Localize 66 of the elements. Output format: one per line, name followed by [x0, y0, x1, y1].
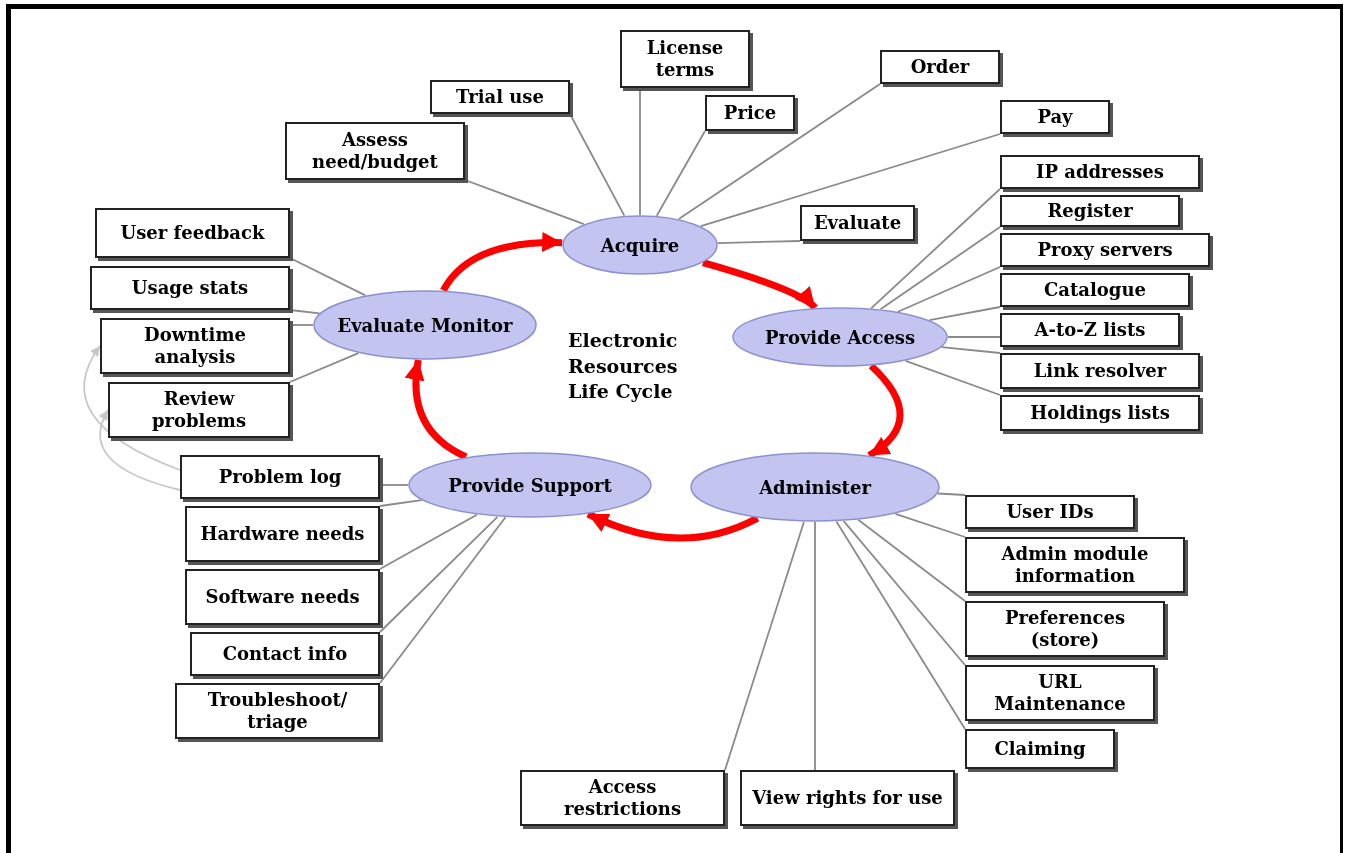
connector-line — [814, 521, 816, 771]
topic-box: Register — [1000, 195, 1180, 227]
topic-box: IP addresses — [1000, 155, 1200, 189]
stage-ellipse: Acquire — [562, 215, 718, 275]
connector-line — [835, 520, 966, 730]
topic-box: Usage stats — [90, 266, 290, 310]
topic-box: Proxy servers — [1000, 233, 1210, 267]
connector-line — [379, 515, 499, 633]
topic-box: Link resolver — [1000, 353, 1200, 389]
topic-box: Access restrictions — [520, 770, 725, 826]
cycle-arrow — [867, 363, 904, 459]
topic-box: Assess need/budget — [285, 122, 465, 180]
connector-line — [894, 512, 966, 538]
connector-line — [897, 266, 1001, 313]
stage-ellipse: Administer — [690, 452, 940, 522]
topic-box: Order — [880, 50, 1000, 84]
connector-line — [936, 492, 966, 496]
topic-box: Hardware needs — [185, 506, 380, 562]
topic-box: Contact info — [190, 632, 380, 676]
center-label: Electronic Resources Life Cycle — [568, 328, 679, 405]
topic-box: Claiming — [965, 729, 1115, 769]
connector-line — [289, 352, 360, 383]
topic-box: Software needs — [185, 569, 380, 625]
topic-box: Review problems — [108, 382, 290, 438]
topic-box: Price — [705, 95, 795, 131]
topic-box: Admin module information — [965, 537, 1185, 593]
topic-box: Troubleshoot/ triage — [175, 683, 380, 739]
stage-ellipse: Provide Access — [732, 307, 948, 367]
connector-line — [940, 346, 1001, 354]
arrow — [99, 409, 181, 491]
connector-line — [724, 521, 805, 771]
topic-box: Problem log — [180, 455, 380, 499]
topic-box: Downtime analysis — [100, 318, 290, 374]
stage-ellipse: Provide Support — [408, 452, 652, 518]
connector-line — [379, 516, 507, 684]
stage-ellipse: Evaluate Monitor — [313, 290, 537, 360]
topic-box: Preferences (store) — [965, 601, 1165, 657]
cycle-arrow — [702, 259, 818, 311]
topic-box: Trial use — [430, 80, 570, 114]
arrow — [83, 345, 181, 471]
topic-box: Holdings lists — [1000, 395, 1200, 431]
connector-line — [677, 83, 881, 220]
cycle-arrow — [405, 359, 468, 461]
topic-box: User feedback — [95, 208, 290, 258]
connector-line — [700, 133, 1001, 228]
topic-box: A-to-Z lists — [1000, 313, 1180, 347]
connector-line — [379, 513, 478, 570]
connector-line — [904, 359, 1001, 396]
connector-line — [716, 240, 801, 244]
topic-box: Evaluate — [800, 205, 915, 241]
cycle-arrow — [440, 232, 563, 293]
topic-box: Catalogue — [1000, 273, 1190, 307]
topic-box: Pay — [1000, 100, 1110, 134]
connector-line — [879, 226, 1001, 311]
connector-line — [947, 336, 1001, 338]
connector-line — [379, 499, 423, 507]
connector-line — [928, 306, 1001, 322]
connector-line — [870, 188, 1001, 310]
connector-line — [842, 520, 966, 666]
cycle-arrow — [586, 510, 760, 542]
topic-box: License terms — [620, 30, 750, 88]
connector-line — [655, 130, 706, 217]
topic-box: URL Maintenance — [965, 665, 1155, 721]
connector-line — [857, 518, 966, 602]
topic-box: View rights for use — [740, 770, 955, 826]
topic-box: User IDs — [965, 495, 1135, 529]
